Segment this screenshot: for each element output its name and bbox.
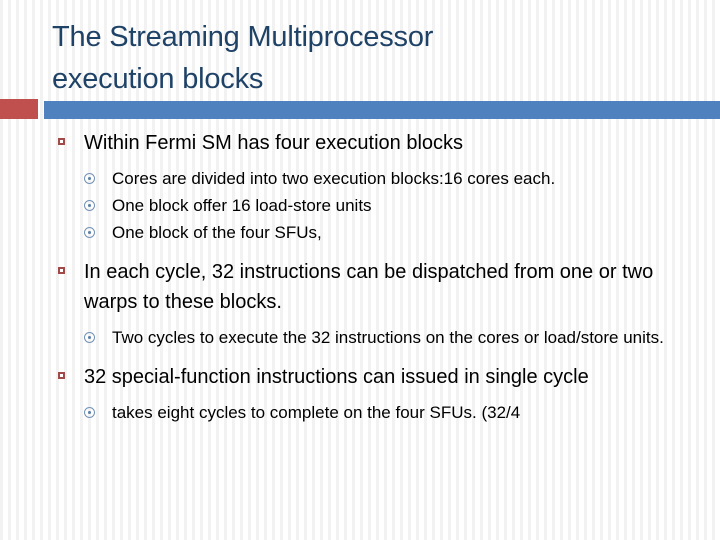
circle-dot-bullet-icon: [84, 227, 95, 238]
bullet-level2: One block of the four SFUs,: [0, 220, 720, 246]
bullet-level1: In each cycle, 32 instructions can be di…: [0, 257, 720, 317]
slide-body: Within Fermi SM has four execution block…: [0, 128, 720, 427]
spacer: [0, 352, 720, 362]
bullet-level2-text: Two cycles to execute the 32 instruction…: [112, 328, 664, 347]
square-bullet-icon: [58, 138, 65, 145]
accent-bar-blue: [44, 101, 720, 119]
square-bullet-icon: [58, 267, 65, 274]
circle-dot-bullet-icon: [84, 173, 95, 184]
title-accent-band: [0, 99, 720, 119]
spacer: [0, 247, 720, 257]
bullet-level1-text: 32 special-function instructions can iss…: [84, 366, 589, 388]
bullet-level2: Two cycles to execute the 32 instruction…: [0, 325, 720, 351]
bullet-level1-text: Within Fermi SM has four execution block…: [84, 132, 464, 154]
slide-title-block: The Streaming Multiprocessor execution b…: [52, 16, 692, 100]
bullet-level2-text: takes eight cycles to complete on the fo…: [112, 403, 521, 422]
bullet-level1: 32 special-function instructions can iss…: [0, 362, 720, 392]
bullet-level2: takes eight cycles to complete on the fo…: [0, 400, 720, 426]
square-bullet-icon: [58, 372, 65, 379]
circle-dot-bullet-icon: [84, 200, 95, 211]
bullet-level2-text: Cores are divided into two execution blo…: [112, 169, 556, 188]
bullet-level1-text: In each cycle, 32 instructions can be di…: [84, 261, 654, 313]
bullet-level2-text: One block offer 16 load-store units: [112, 196, 372, 215]
circle-dot-bullet-icon: [84, 407, 95, 418]
bullet-level2: One block offer 16 load-store units: [0, 193, 720, 219]
bullet-level1: Within Fermi SM has four execution block…: [0, 128, 720, 158]
bullet-level2: Cores are divided into two execution blo…: [0, 166, 720, 192]
bullet-level2-text: One block of the four SFUs,: [112, 223, 322, 242]
page-title: The Streaming Multiprocessor execution b…: [52, 21, 434, 95]
accent-bar-red: [0, 99, 38, 119]
circle-dot-bullet-icon: [84, 332, 95, 343]
